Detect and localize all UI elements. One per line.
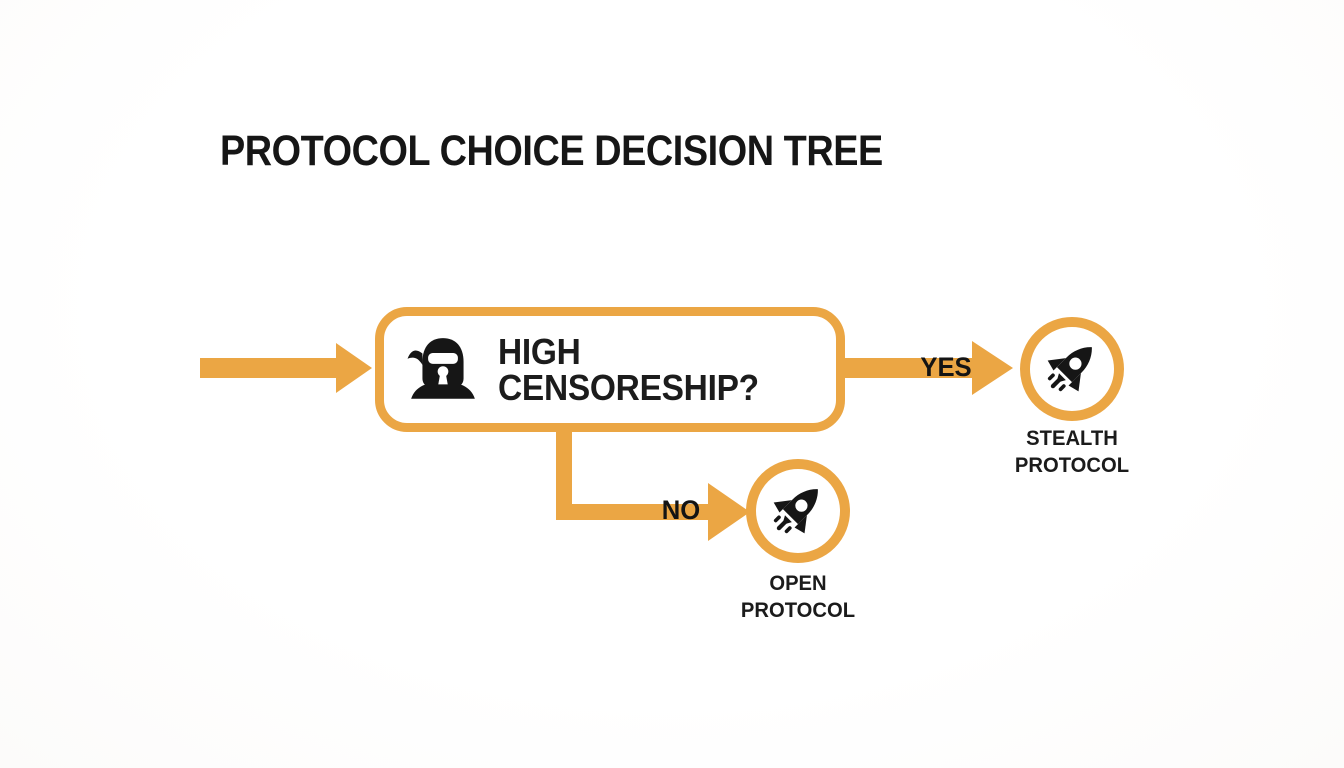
open-protocol-label: OPEN PROTOCOL xyxy=(695,570,902,624)
branch-label-yes: YES xyxy=(920,352,972,382)
rocket-icon xyxy=(773,489,818,534)
page-title: PROTOCOL CHOICE DECISION TREE xyxy=(220,127,883,175)
entry-arrow xyxy=(200,343,372,393)
no-elbow-arrow xyxy=(556,428,750,541)
open-label-line2: PROTOCOL xyxy=(740,598,856,622)
ninja-mask-lock-icon xyxy=(407,337,475,399)
branch-label-no: NO xyxy=(661,495,701,525)
stealth-protocol-label: STEALTH PROTOCOL xyxy=(969,425,1176,479)
rocket-icon xyxy=(1047,347,1092,392)
stealth-label-line2: PROTOCOL xyxy=(1014,453,1130,477)
open-protocol-node xyxy=(746,459,850,563)
decision-node-label: HIGH CENSORESHIP? xyxy=(498,330,759,408)
open-label-line1: OPEN xyxy=(769,571,827,595)
stealth-label-line1: STEALTH xyxy=(1026,426,1118,450)
stealth-protocol-node xyxy=(1020,317,1124,421)
decision-node: HIGH CENSORESHIP? xyxy=(375,307,845,432)
decision-label-line2: CENSORESHIP? xyxy=(498,366,759,408)
yes-arrow xyxy=(843,341,1013,395)
decision-label-line1: HIGH xyxy=(498,330,581,372)
